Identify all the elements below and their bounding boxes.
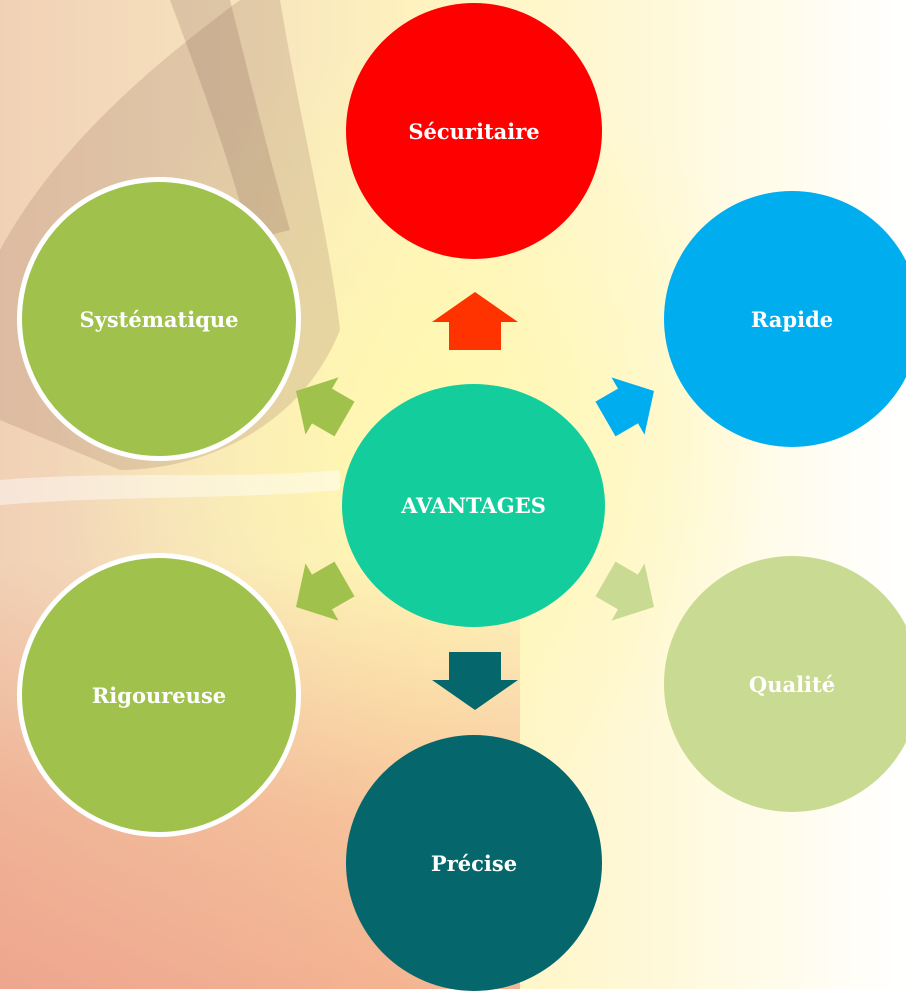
node-securitaire: Sécuritaire bbox=[346, 3, 602, 259]
node-systematique-label: Systématique bbox=[79, 306, 239, 332]
arrow-to-systematique bbox=[296, 377, 355, 437]
node-precise: Précise bbox=[346, 735, 602, 991]
arrow-to-rapide bbox=[595, 377, 654, 437]
node-rigoureuse-label: Rigoureuse bbox=[91, 682, 227, 708]
node-qualite-label: Qualité bbox=[748, 671, 836, 697]
arrow-to-securitaire bbox=[432, 292, 518, 350]
arrow-to-qualite bbox=[595, 561, 654, 621]
center-node-label: AVANTAGES bbox=[401, 493, 546, 518]
arrow-to-rigoureuse bbox=[296, 561, 355, 621]
center-node-avantages: AVANTAGES bbox=[342, 384, 605, 627]
arrow-to-precise bbox=[432, 652, 518, 710]
node-rapide-label: Rapide bbox=[750, 306, 834, 332]
node-systematique: Systématique bbox=[17, 177, 301, 461]
node-rigoureuse: Rigoureuse bbox=[17, 553, 301, 837]
node-rapide: Rapide bbox=[664, 191, 906, 447]
node-securitaire-label: Sécuritaire bbox=[408, 118, 540, 144]
node-precise-label: Précise bbox=[430, 850, 518, 876]
node-qualite: Qualité bbox=[664, 556, 906, 812]
